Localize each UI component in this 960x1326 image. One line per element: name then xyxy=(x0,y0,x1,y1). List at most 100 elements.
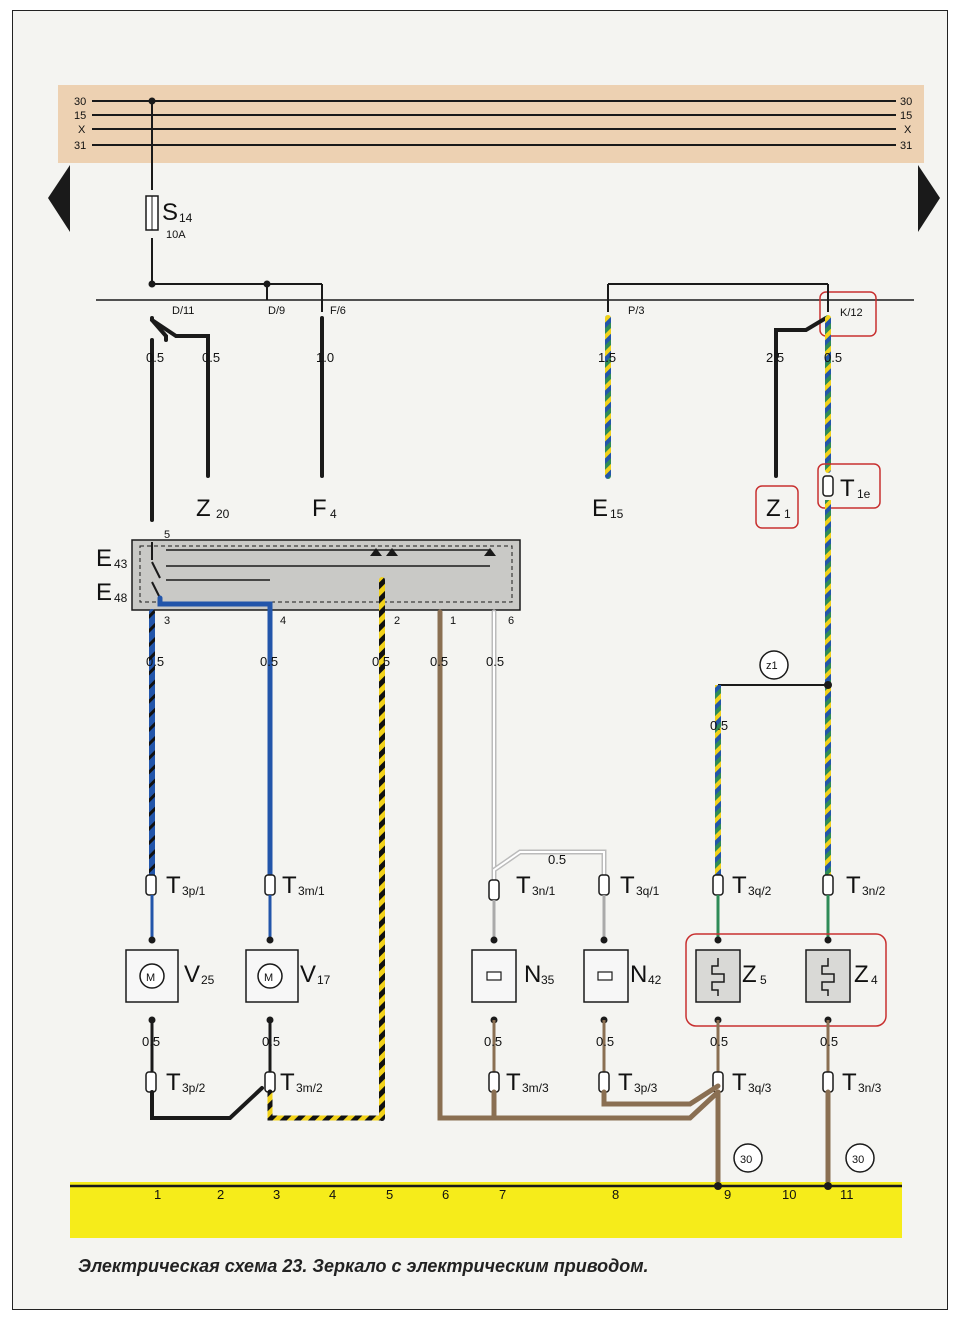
component-sub: 20 xyxy=(216,507,230,521)
connector-label: T xyxy=(732,872,747,899)
junction-dot xyxy=(148,97,156,105)
grid-number: 9 xyxy=(724,1187,731,1202)
wire-gauge: 0.5 xyxy=(820,1034,838,1049)
next-page-arrow-icon[interactable] xyxy=(918,165,940,232)
highlight-box xyxy=(817,463,881,509)
diagram-frame xyxy=(12,10,948,1310)
rail-label-right: 30 xyxy=(900,96,912,108)
connector-sub: 3m/1 xyxy=(298,884,325,898)
component-label-n35: N xyxy=(524,961,541,988)
mirror-switch-e43-e48 xyxy=(131,539,521,611)
pin-label: P/3 xyxy=(628,305,645,317)
connector-sub: 3p/2 xyxy=(182,1081,206,1095)
wire-gauge: 1.5 xyxy=(598,350,616,365)
connector-label: T xyxy=(732,1069,747,1096)
pin-label: K/12 xyxy=(840,307,863,319)
grid-number: 1 xyxy=(154,1187,161,1202)
connector-label: T xyxy=(166,872,181,899)
component-sub: 4 xyxy=(871,973,878,987)
grid-number: 7 xyxy=(499,1187,506,1202)
connector-label: T xyxy=(618,1069,633,1096)
connector-sub: 3p/3 xyxy=(634,1081,658,1095)
grid-number: 2 xyxy=(217,1187,224,1202)
component-label-z4: Z xyxy=(854,961,869,988)
junction-dot xyxy=(148,280,156,288)
fuse-s14: S 14 10A xyxy=(145,195,193,241)
connector-sub: 3q/2 xyxy=(748,884,772,898)
heater-n35: N 35 xyxy=(471,949,555,1003)
previous-page-arrow-icon[interactable] xyxy=(48,165,70,232)
component-label-v25: V xyxy=(184,961,200,988)
component-sub: 48 xyxy=(114,591,128,605)
wire-gauge: 0.5 xyxy=(486,654,504,669)
ground-ref-icon xyxy=(845,1143,875,1173)
component-label-f4: F xyxy=(312,495,327,522)
fuse-sub: 14 xyxy=(179,211,193,225)
wire-gauge: 0.5 xyxy=(484,1034,502,1049)
connector-sub: 3q/3 xyxy=(748,1081,772,1095)
connector-label: T xyxy=(280,1069,295,1096)
grid-number: 8 xyxy=(612,1187,619,1202)
upper-connectors: T 3p/1 T 3m/1 T 3n/1 T 3q/1 T 3q/2 T 3n/… xyxy=(145,872,886,901)
connector-sub: 3n/1 xyxy=(532,884,556,898)
connector-sub: 3m/2 xyxy=(296,1081,323,1095)
switch-pin: 1 xyxy=(450,615,456,627)
junction-dot xyxy=(824,1182,832,1190)
wire-gauge: 0.5 xyxy=(710,1034,728,1049)
switch-pin: 2 xyxy=(394,615,400,627)
component-sub: 25 xyxy=(201,973,215,987)
wire-gauge: 0.5 xyxy=(430,654,448,669)
grid-number: 5 xyxy=(386,1187,393,1202)
connector-sub: 3q/1 xyxy=(636,884,660,898)
rail-label-left: 31 xyxy=(74,140,86,152)
wire-gauge: 0.5 xyxy=(146,654,164,669)
component-sub: 5 xyxy=(760,973,767,987)
component-label-n42: N xyxy=(630,961,647,988)
grid-number: 10 xyxy=(782,1187,796,1202)
ground-ref-icon xyxy=(733,1143,763,1173)
component-sub: 1e xyxy=(857,487,871,501)
wire-gauge: 0.5 xyxy=(260,654,278,669)
junction-dot xyxy=(824,681,832,689)
ground-bar xyxy=(70,1182,902,1238)
pin-label: F/6 xyxy=(330,305,346,317)
connector-label: T xyxy=(282,872,297,899)
component-label-e48: E xyxy=(96,579,112,606)
motor-symbol: M xyxy=(264,972,273,984)
wire-gauge: 0.5 xyxy=(142,1034,160,1049)
wire-gauge: 2.5 xyxy=(766,350,784,365)
rail-label-right: X xyxy=(904,124,912,136)
connector-sub: 3n/2 xyxy=(862,884,886,898)
component-label-z1: Z xyxy=(766,495,781,522)
component-label-e43: E xyxy=(96,545,112,572)
grid-number: 11 xyxy=(840,1187,854,1202)
heater-n42: N 42 xyxy=(583,949,662,1003)
wire-gauge: 0.5 xyxy=(146,350,164,365)
heater-z5: Z 5 xyxy=(695,949,767,1003)
component-sub: 4 xyxy=(330,507,337,521)
ground-ref-label: 30 xyxy=(852,1154,864,1166)
highlight-box xyxy=(819,291,877,337)
ground-ref-label: 30 xyxy=(740,1154,752,1166)
pin-label: D/11 xyxy=(172,305,194,317)
connector-t1e: T 1e xyxy=(822,475,871,502)
wire-gauge: 0.5 xyxy=(202,350,220,365)
rail-label-left: X xyxy=(78,124,86,136)
motor-v25: M V 25 xyxy=(125,949,215,1003)
connector-sub: 3p/1 xyxy=(182,884,206,898)
connector-label: T xyxy=(166,1069,181,1096)
component-sub: 17 xyxy=(317,973,331,987)
connector-sub: 3n/3 xyxy=(858,1081,882,1095)
switch-pin: 5 xyxy=(164,529,170,541)
switch-pin: 3 xyxy=(164,615,170,627)
grid-number: 4 xyxy=(329,1187,336,1202)
wire-gauge: 0.5 xyxy=(596,1034,614,1049)
wire-gauge: 0.5 xyxy=(548,852,566,867)
connector-label: T xyxy=(620,872,635,899)
fuse-rating: 10A xyxy=(166,229,186,241)
wire-gauge: 0.5 xyxy=(262,1034,280,1049)
wire-gauge: 0.5 xyxy=(824,350,842,365)
component-sub: 43 xyxy=(114,557,128,571)
component-label-e15: E xyxy=(592,495,608,522)
